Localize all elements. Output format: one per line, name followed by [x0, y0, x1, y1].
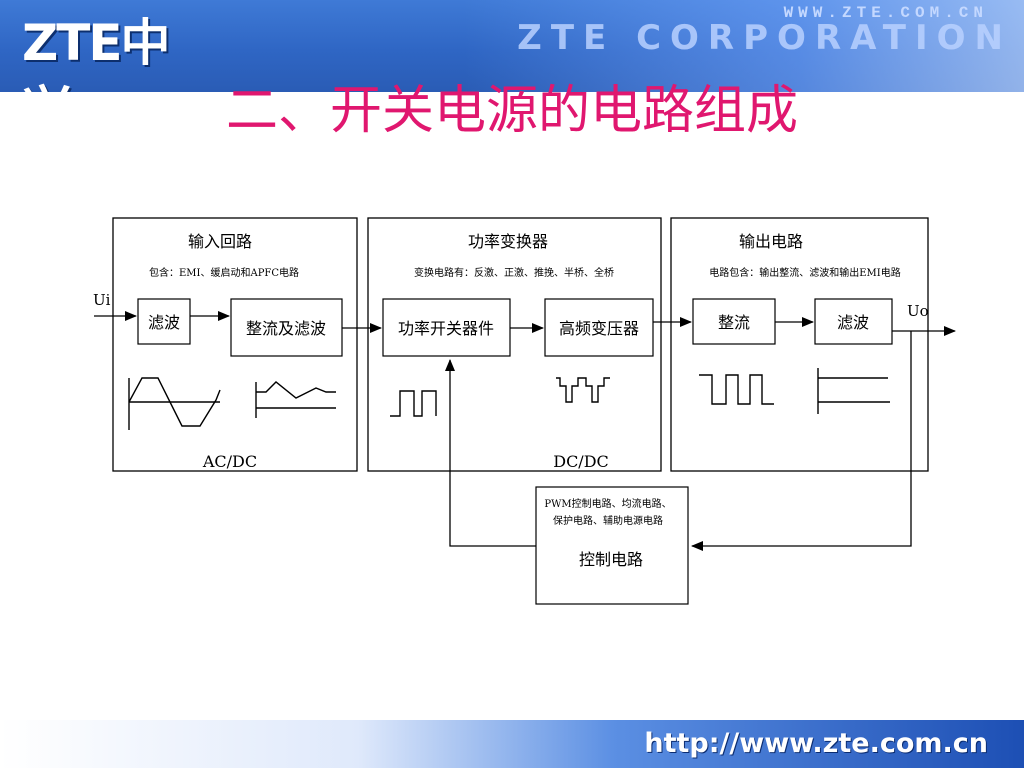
input-terminal-label: Ui	[93, 291, 111, 309]
output-section-note: 电路包含：输出整流、滤波和输出EMI电路	[709, 266, 901, 279]
output-rectify-box	[692, 298, 776, 345]
rectify-filter-label: 整流及滤波	[246, 319, 326, 338]
ac-sine-waveform	[128, 377, 221, 430]
feedback-sense-line	[691, 331, 912, 551]
rectify-filter-box	[230, 298, 343, 357]
power-section-note: 变换电路有：反激、正激、推挽、半桥、全桥	[414, 266, 614, 279]
power-switch-label: 功率开关器件	[398, 319, 494, 338]
output-terminal-label: Uo	[907, 302, 929, 320]
output-rectify-label: 整流	[718, 313, 750, 332]
input-section-note: 包含：EMI、缓启动和APFC电路	[149, 266, 299, 279]
power-section-frame	[367, 217, 662, 472]
pwm-pulse-waveform	[390, 390, 437, 417]
ac-dc-label: AC/DC	[202, 452, 257, 471]
website-top: WWW.ZTE.COM.CN	[783, 4, 988, 22]
rectified-pulse-waveform	[699, 374, 774, 405]
input-filter-label: 滤波	[148, 313, 180, 332]
control-note-line2: 保护电路、辅助电源电路	[553, 514, 663, 527]
power-section-title: 功率变换器	[468, 232, 548, 251]
input-section-frame	[112, 217, 358, 472]
footer-website: http://www.zte.com.cn	[644, 728, 988, 759]
slide-footer	[0, 720, 1024, 768]
rectified-ripple-waveform	[255, 381, 336, 418]
transformer-label: 高频变压器	[559, 319, 639, 338]
output-filter-label: 滤波	[837, 313, 869, 332]
corporation-watermark: ZTE CORPORATION	[517, 18, 1012, 58]
input-section-title: 输入回路	[188, 232, 252, 251]
dc-dc-label: DC/DC	[553, 452, 609, 471]
power-switch-box	[382, 298, 511, 357]
output-section-title: 输出电路	[739, 232, 803, 251]
slide-title: 二、开关电源的电路组成	[225, 81, 798, 141]
dc-output-waveform	[817, 368, 890, 414]
input-filter-box	[137, 298, 191, 345]
output-filter-box	[814, 298, 893, 345]
control-circuit-label: 控制电路	[579, 550, 643, 569]
transformer-pulse-waveform	[556, 377, 610, 403]
drive-signal-line	[445, 359, 536, 547]
header-highlight	[464, 0, 1024, 92]
slide-header: ZTE中兴 ZTE CORPORATION WWW.ZTE.COM.CN	[0, 0, 1024, 92]
zte-logo: ZTE中兴	[22, 14, 171, 92]
control-circuit-box	[535, 486, 689, 605]
control-note-line1: PWM控制电路、均流电路、	[544, 497, 671, 510]
transformer-box	[544, 298, 654, 357]
output-section-frame	[670, 217, 929, 472]
